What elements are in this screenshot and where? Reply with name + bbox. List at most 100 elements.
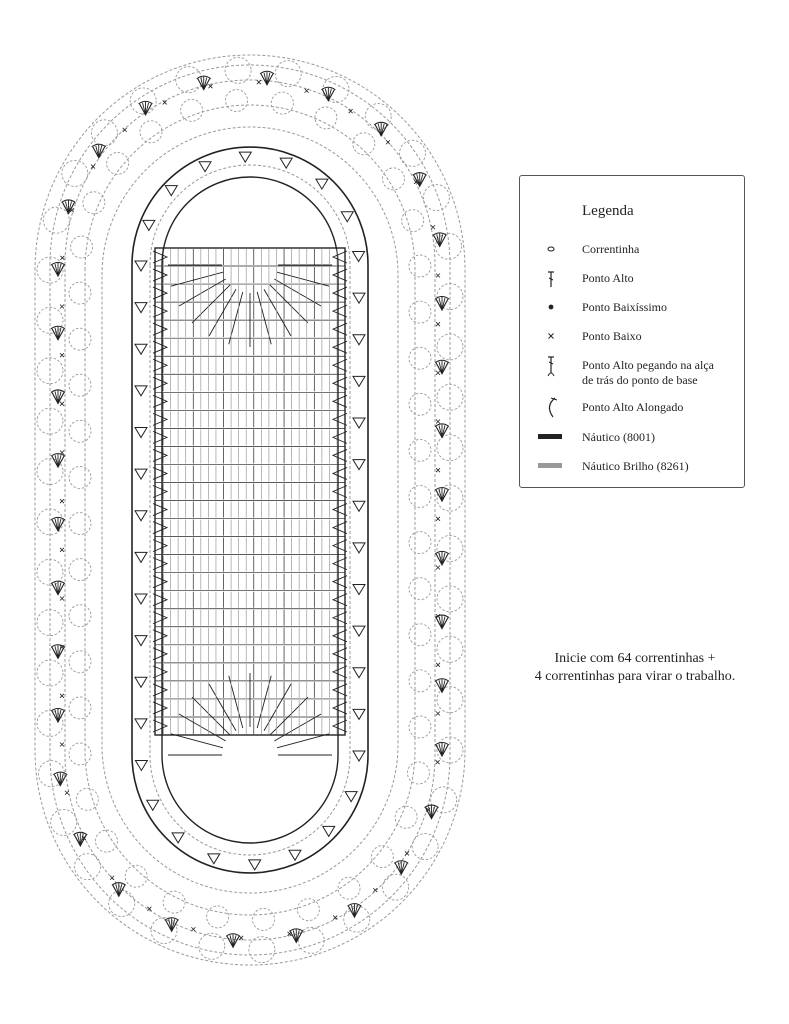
legend-item-double-crochet: Ponto Alto — [520, 267, 744, 295]
color-line-icon — [538, 434, 562, 439]
triangle-cluster — [134, 635, 148, 647]
chain-loop — [75, 787, 99, 811]
side-triangle — [331, 503, 348, 516]
legend-label-long-double-crochet: Ponto Alto Alongado — [582, 400, 684, 414]
radiating-stitch — [263, 289, 292, 337]
shell-fan — [424, 804, 439, 820]
chain-loop — [129, 87, 157, 115]
chain-loop — [36, 659, 64, 687]
shell-fan — [373, 121, 389, 137]
chain-loop — [70, 235, 94, 259]
chain-loop — [343, 905, 371, 933]
shell-fan — [434, 742, 450, 758]
chain-loop — [436, 736, 464, 764]
side-triangle — [331, 647, 348, 661]
triangle-cluster — [352, 375, 366, 388]
single-crochet-mark — [435, 565, 441, 570]
chain-ring — [49, 64, 451, 956]
triangle-cluster — [321, 825, 336, 838]
single-crochet-mark — [435, 370, 441, 376]
side-triangle — [152, 286, 169, 300]
side-triangle — [152, 683, 169, 697]
single-crochet-mark — [59, 693, 65, 699]
triangle-cluster — [352, 708, 366, 721]
side-triangle — [152, 412, 169, 426]
single-crochet-mark — [430, 224, 436, 230]
instruction-line-1: Inicie com 64 correntinhas + — [554, 651, 716, 666]
chain-loop — [408, 485, 432, 508]
radiating-stitch — [178, 713, 226, 742]
side-triangle — [331, 665, 348, 679]
triangle-cluster — [134, 343, 148, 356]
shell-fan — [91, 143, 107, 159]
triangle-cluster — [315, 178, 329, 191]
chain-loop — [436, 484, 464, 512]
radiating-stitch — [191, 284, 231, 324]
single-crochet-mark — [413, 179, 419, 185]
chain-loop — [180, 98, 204, 122]
chain-loop — [364, 103, 392, 130]
triangle-cluster — [340, 211, 355, 223]
band-inner — [161, 176, 339, 844]
single-crochet-mark — [256, 79, 262, 85]
chain-loop — [68, 650, 92, 674]
side-triangle — [152, 629, 169, 643]
chain-loop — [408, 577, 432, 601]
chain-loop — [436, 283, 464, 311]
legend-item-nautico: Náutico (8001) — [520, 426, 744, 454]
triangle-cluster — [352, 542, 366, 554]
triangle-cluster — [134, 302, 148, 314]
chain-loop — [436, 383, 464, 411]
shell-fan — [50, 708, 66, 724]
side-triangle — [152, 304, 169, 318]
side-triangle — [331, 286, 348, 300]
chain-loop — [36, 357, 64, 385]
chain-loop — [406, 761, 430, 785]
chain-loop — [394, 805, 418, 829]
triangle-cluster — [352, 459, 366, 471]
chain-loop — [296, 898, 320, 922]
triangle-cluster — [238, 151, 253, 164]
start-instructions: Inicie com 64 correntinhas + 4 correntin… — [505, 650, 765, 686]
side-triangle — [152, 647, 169, 661]
triangle-cluster — [279, 157, 294, 170]
double-crochet-icon — [548, 271, 554, 287]
chain-loop — [68, 419, 92, 443]
chain-loop — [322, 75, 350, 103]
outer-lace-rings — [34, 54, 466, 966]
chain-loop — [382, 167, 405, 191]
single-crochet-mark — [147, 906, 152, 912]
legend-item-chain: Correntinha — [520, 238, 744, 266]
chain-loop — [248, 936, 276, 964]
single-crochet-mark — [162, 100, 168, 105]
legend-title: Legenda — [582, 203, 634, 219]
triangle-cluster — [352, 625, 366, 638]
side-triangle — [152, 340, 169, 354]
side-triangle — [331, 539, 348, 553]
single-crochet-mark — [435, 273, 441, 278]
shell-fan — [434, 550, 450, 566]
side-triangle — [331, 467, 348, 480]
radiating-stitch — [170, 733, 224, 749]
side-triangle — [152, 719, 169, 733]
chain-loop — [408, 531, 432, 555]
single-crochet-mark — [59, 498, 65, 504]
chain-loop — [408, 300, 432, 324]
chain-loop — [82, 191, 106, 215]
shell-fan — [164, 917, 179, 933]
triangle-cluster — [352, 750, 366, 762]
legend-label-chain: Correntinha — [582, 242, 640, 256]
chain-loop — [36, 306, 64, 334]
chain-loop — [37, 760, 65, 788]
shell-fan — [50, 389, 66, 405]
chain-loop — [36, 609, 64, 637]
color-line-icon — [538, 463, 562, 468]
chain-loop — [411, 833, 439, 860]
center-rectangle — [152, 247, 348, 736]
single-crochet-mark — [348, 108, 353, 114]
single-crochet-mark — [435, 516, 441, 522]
triangle-cluster — [351, 251, 366, 263]
chain-loop — [436, 635, 464, 663]
side-triangle — [152, 268, 169, 282]
